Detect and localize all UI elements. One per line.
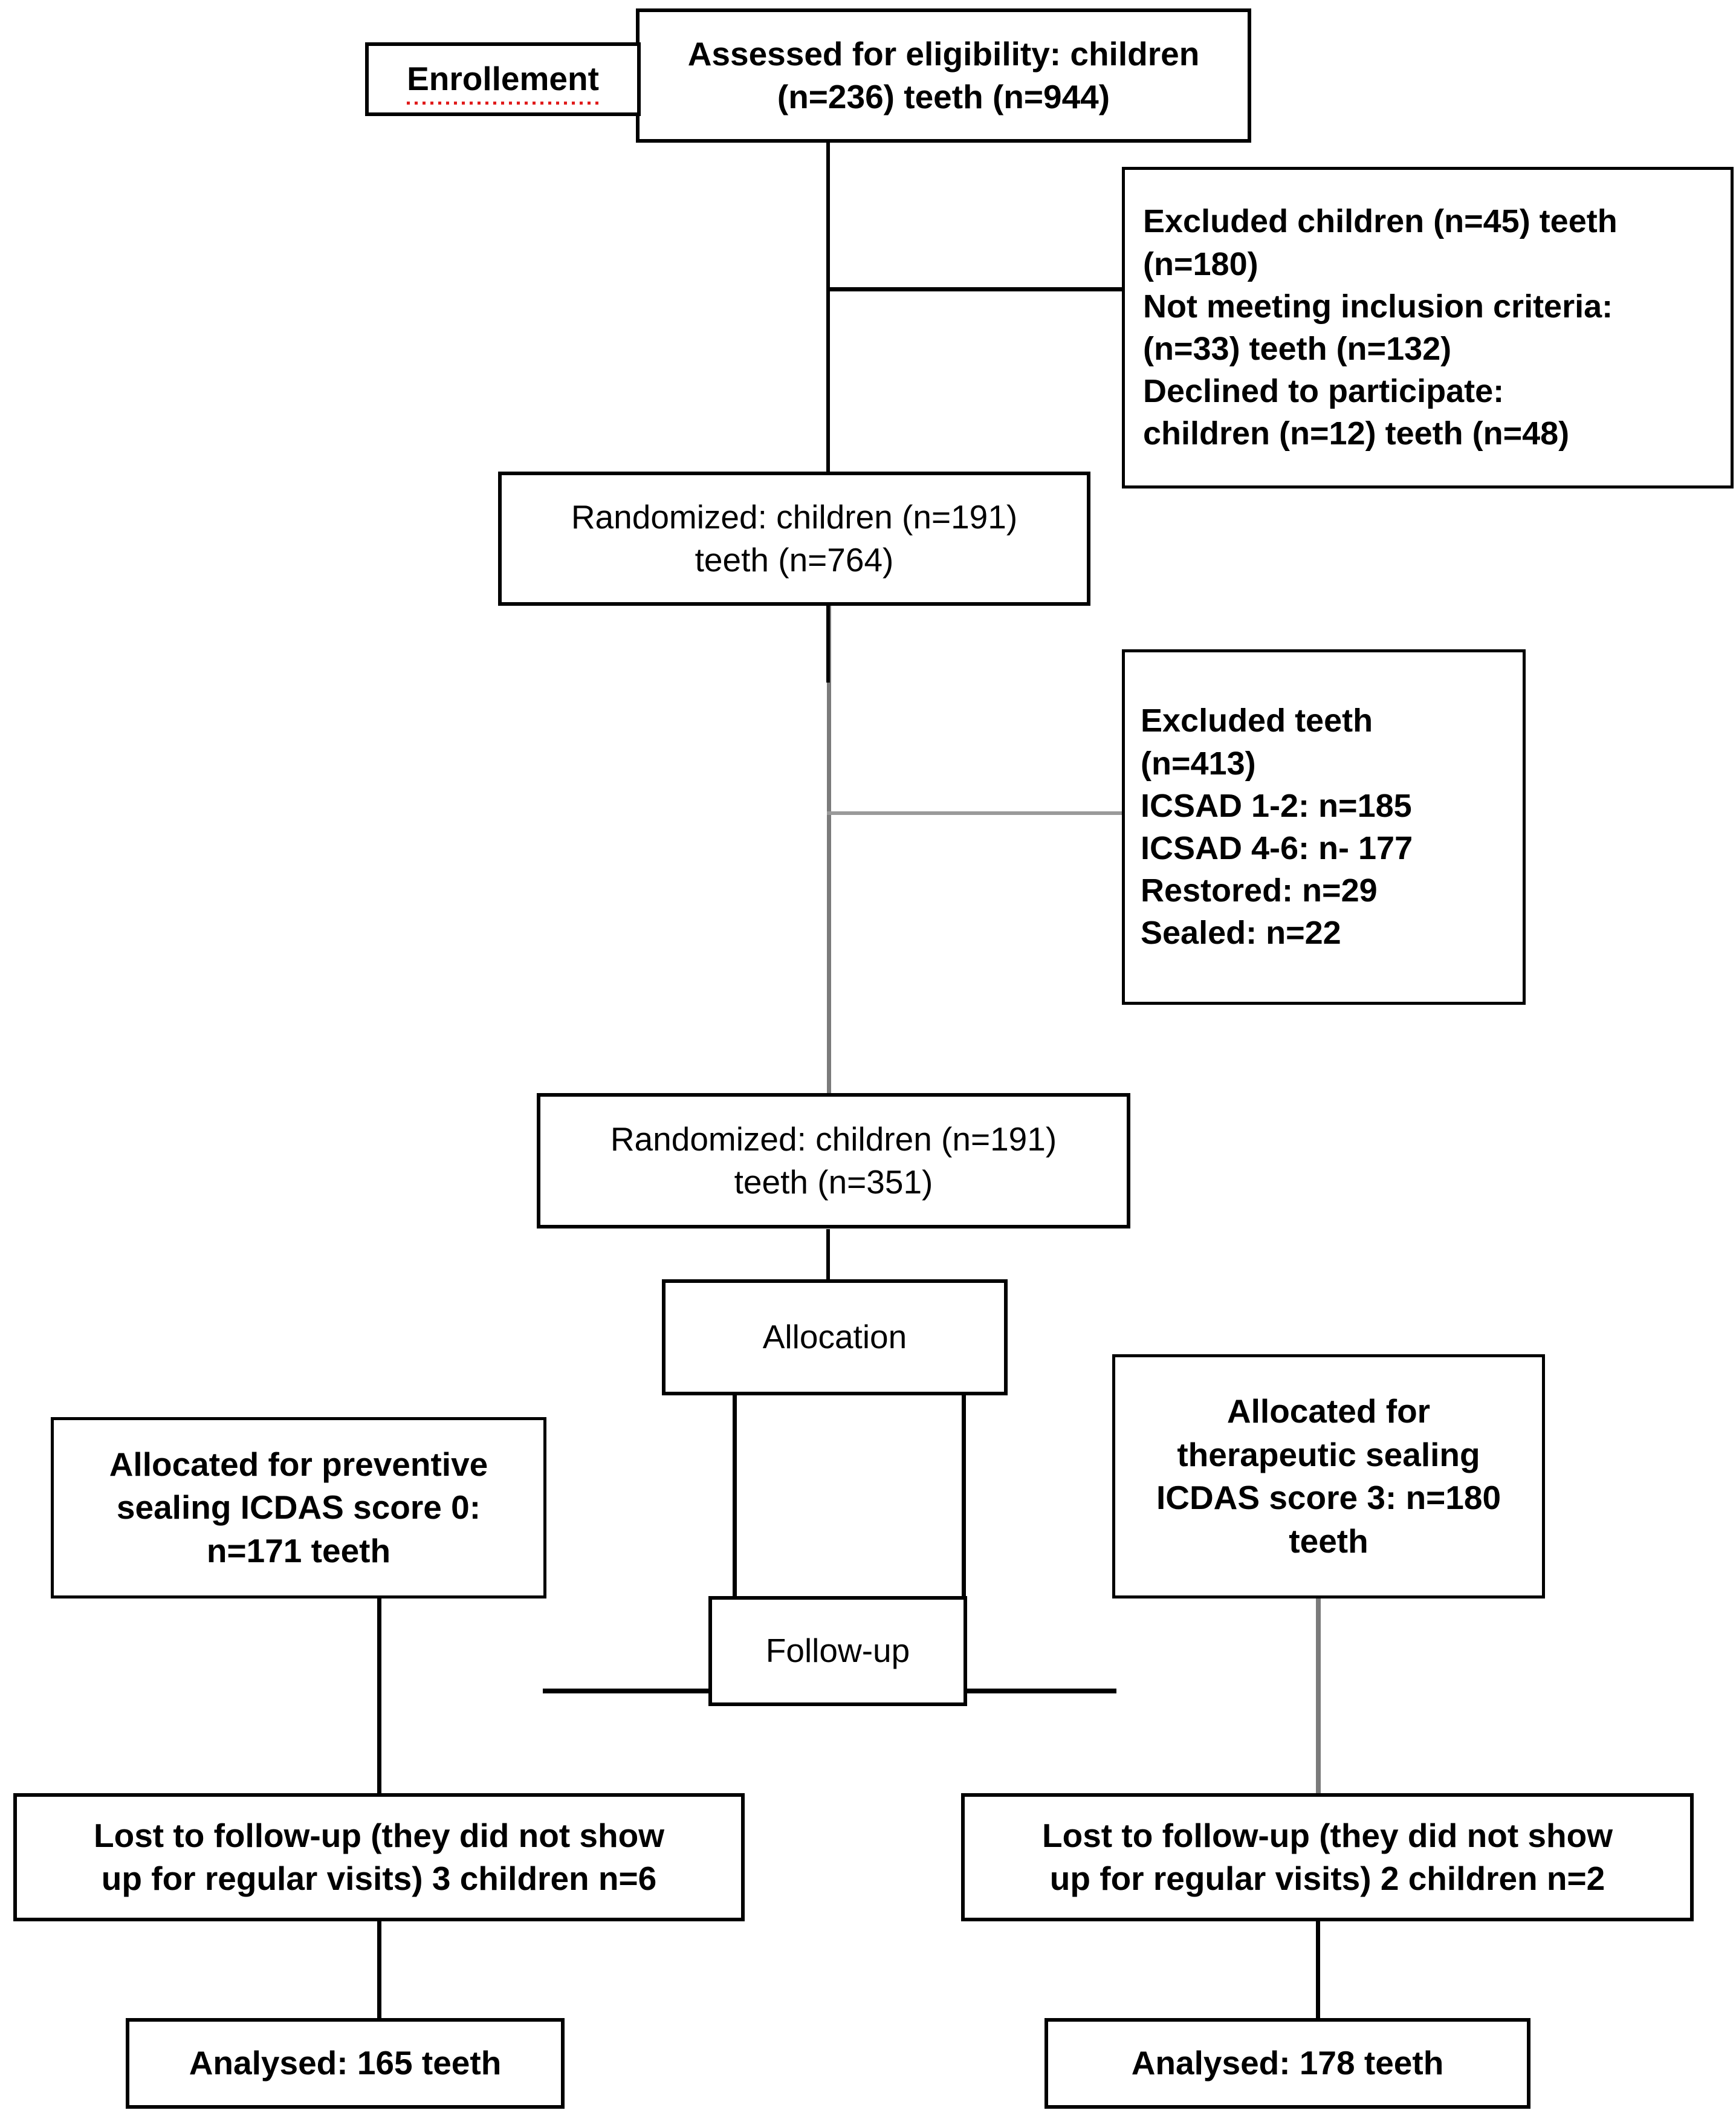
connector-assessed-to-randomized bbox=[826, 138, 830, 484]
connector-lost-right-to-analysed-right bbox=[1316, 1920, 1320, 2018]
connector-allocation-right-horizontal bbox=[962, 1689, 1116, 1693]
connector-randomized2-to-allocation bbox=[826, 1229, 830, 1290]
box-randomized-1: Randomized: children (n=191) teeth (n=76… bbox=[498, 472, 1090, 606]
box-allocated-therapeutic: Allocated for therapeutic sealing ICDAS … bbox=[1112, 1354, 1545, 1598]
allocated-therapeutic-text: Allocated for therapeutic sealing ICDAS … bbox=[1156, 1392, 1501, 1560]
allocated-preventive-text: Allocated for preventive sealing ICDAS s… bbox=[109, 1445, 488, 1569]
stage-label-allocation: Allocation bbox=[662, 1279, 1008, 1395]
box-randomized-2: Randomized: children (n=191) teeth (n=35… bbox=[537, 1093, 1130, 1228]
randomized-1-text: Randomized: children (n=191) teeth (n=76… bbox=[571, 498, 1018, 579]
box-analysed-right: Analysed: 178 teeth bbox=[1045, 2018, 1530, 2109]
allocation-label-text: Allocation bbox=[762, 1318, 907, 1356]
lost-left-text: Lost to follow-up (they did not show up … bbox=[94, 1816, 664, 1898]
connector-branch-excluded-children bbox=[826, 287, 1125, 291]
box-lost-to-followup-left: Lost to follow-up (they did not show up … bbox=[13, 1793, 745, 1921]
connector-branch-excluded-teeth bbox=[827, 811, 1124, 815]
stage-label-enrollment: Enrollement bbox=[365, 42, 641, 116]
box-lost-to-followup-right: Lost to follow-up (they did not show up … bbox=[961, 1793, 1694, 1921]
lost-right-text: Lost to follow-up (they did not show up … bbox=[1042, 1816, 1613, 1898]
box-analysed-left: Analysed: 165 teeth bbox=[126, 2018, 565, 2109]
excluded-teeth-text: Excluded teeth (n=413) ICSAD 1-2: n=185 … bbox=[1141, 703, 1413, 952]
connector-allocation-right-vertical bbox=[962, 1395, 966, 1693]
connector-lost-left-to-analysed-left bbox=[377, 1920, 381, 2018]
connector-therapeutic-to-lost-right bbox=[1316, 1598, 1321, 1797]
box-excluded-children: Excluded children (n=45) teeth (n=180) N… bbox=[1122, 167, 1734, 488]
stage-label-followup: Follow-up bbox=[708, 1596, 967, 1706]
enrollment-label-text: Enrollement bbox=[407, 57, 599, 105]
analysed-left-text: Analysed: 165 teeth bbox=[189, 2044, 502, 2082]
assessed-text: Assessed for eligibility: children (n=23… bbox=[687, 34, 1200, 116]
connector-allocation-left-vertical bbox=[733, 1395, 737, 1693]
connector-preventive-to-lost-left bbox=[377, 1598, 381, 1797]
followup-label-text: Follow-up bbox=[765, 1632, 910, 1670]
connector-randomized1-to-randomized2 bbox=[827, 604, 831, 1094]
analysed-right-text: Analysed: 178 teeth bbox=[1131, 2044, 1444, 2082]
excluded-children-text: Excluded children (n=45) teeth (n=180) N… bbox=[1143, 203, 1618, 452]
box-excluded-teeth: Excluded teeth (n=413) ICSAD 1-2: n=185 … bbox=[1122, 649, 1526, 1005]
connector-allocation-left-horizontal bbox=[543, 1689, 737, 1693]
box-allocated-preventive: Allocated for preventive sealing ICDAS s… bbox=[51, 1417, 546, 1598]
connector-randomized1-stub bbox=[826, 604, 830, 683]
box-assessed-for-eligibility: Assessed for eligibility: children (n=23… bbox=[636, 8, 1251, 143]
randomized-2-text: Randomized: children (n=191) teeth (n=35… bbox=[610, 1120, 1057, 1201]
